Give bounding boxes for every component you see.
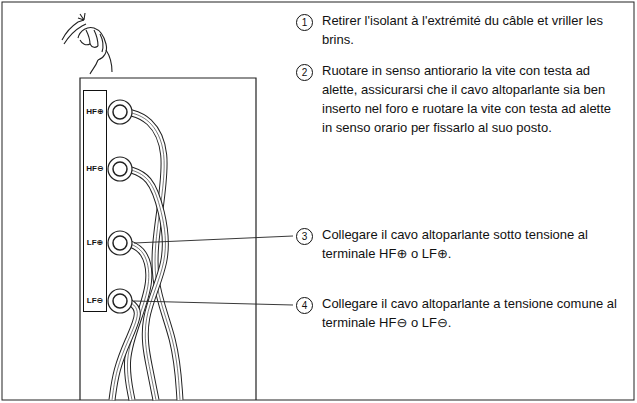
- cable-body: [112, 301, 137, 400]
- terminal-label-strip: HF⊕ HF⊖ LF⊕ LF⊖: [83, 90, 107, 312]
- terminal-ring: [108, 289, 132, 313]
- frame: [2, 2, 634, 400]
- callout-number: 4: [296, 297, 313, 314]
- cable-divider: [128, 112, 180, 400]
- instruction-text: Collegare il cavo altoparlante sotto ten…: [322, 225, 624, 263]
- terminal-ring: [108, 100, 132, 124]
- terminals: [108, 100, 132, 313]
- cable-divider: [112, 301, 137, 400]
- instruction-text: Collegare il cavo altoparlante a tension…: [322, 294, 624, 332]
- terminal-label: HF⊖: [84, 164, 106, 174]
- callout-number: 1: [296, 14, 313, 31]
- terminal-ring: [108, 231, 132, 255]
- cable-outline: [128, 112, 180, 400]
- instruction-text: Retirer l'isolant à l'extrémité du câble…: [322, 11, 624, 49]
- cable-body: [128, 112, 180, 400]
- cable-divider: [128, 169, 165, 400]
- terminal-screw: [113, 105, 127, 119]
- callout-number: 2: [296, 64, 313, 81]
- terminal-screw: [113, 162, 127, 176]
- callout-number: 3: [296, 228, 313, 245]
- terminal-label: HF⊕: [84, 107, 106, 117]
- terminal-ring: [108, 157, 132, 181]
- terminal-label: LF⊕: [84, 238, 106, 248]
- terminal-screw: [113, 236, 127, 250]
- terminal-label: LF⊖: [84, 296, 106, 306]
- speaker-cables: [112, 112, 180, 400]
- terminal-screw: [113, 294, 127, 308]
- cable-outline: [112, 301, 137, 400]
- cable-outline: [128, 169, 165, 400]
- leader-lines: [134, 236, 293, 305]
- hand-twisting-wire: [62, 13, 112, 74]
- instruction-text: Ruotare in senso antiorario la vite con …: [322, 61, 624, 137]
- cable-body: [128, 169, 165, 400]
